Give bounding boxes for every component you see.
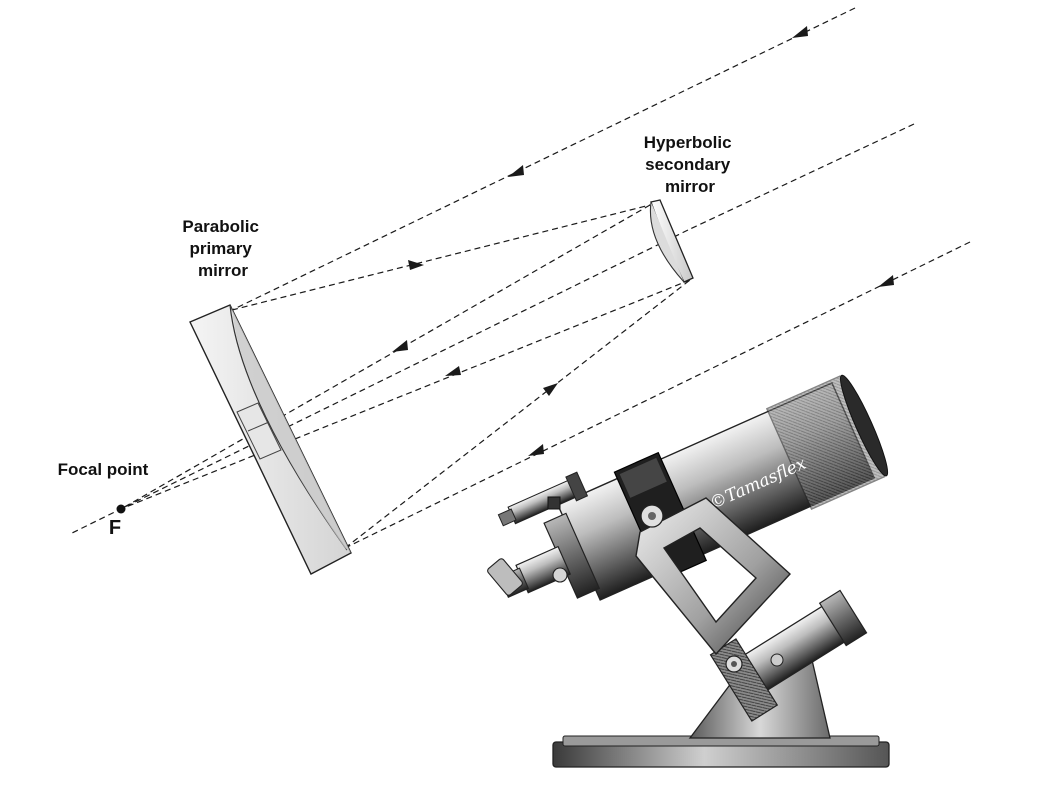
arrow-icon: [792, 26, 808, 38]
arrow-icon: [528, 444, 544, 456]
arrow-icon: [445, 366, 461, 376]
converging-ray-upper: [120, 204, 651, 510]
arrow-icon: [408, 260, 424, 270]
ray-arrows: [392, 26, 894, 456]
focal-point-label: Focal point: [58, 460, 149, 479]
incoming-ray-middle: [687, 123, 915, 231]
arrow-icon: [543, 383, 558, 396]
focal-point-symbol: F: [109, 517, 121, 539]
primary-mirror: [189, 304, 352, 575]
secondary-mirror: [649, 199, 694, 283]
converging-ray-lower: [120, 279, 691, 510]
telescope-illustration: ©Tamasflex: [487, 374, 890, 768]
arrow-icon: [392, 340, 408, 352]
light-rays: [69, 7, 971, 549]
reflected-ray-bottom-to-secondary: [344, 279, 691, 549]
secondary-mirror-label: Hyperbolic secondary mirror: [644, 133, 737, 196]
primary-mirror-label: Parabolic primary mirror: [182, 217, 263, 280]
primary-mirror-central-hole: [236, 402, 282, 460]
reflected-ray-top-to-secondary: [231, 204, 651, 311]
arrow-icon: [878, 275, 894, 287]
optical-axis: [69, 229, 689, 535]
mount-cradle: [635, 497, 791, 656]
incoming-ray-upper: [231, 7, 856, 311]
arrow-icon: [508, 165, 524, 177]
incoming-ray-lower: [344, 241, 971, 549]
focal-point-marker: [116, 504, 126, 514]
